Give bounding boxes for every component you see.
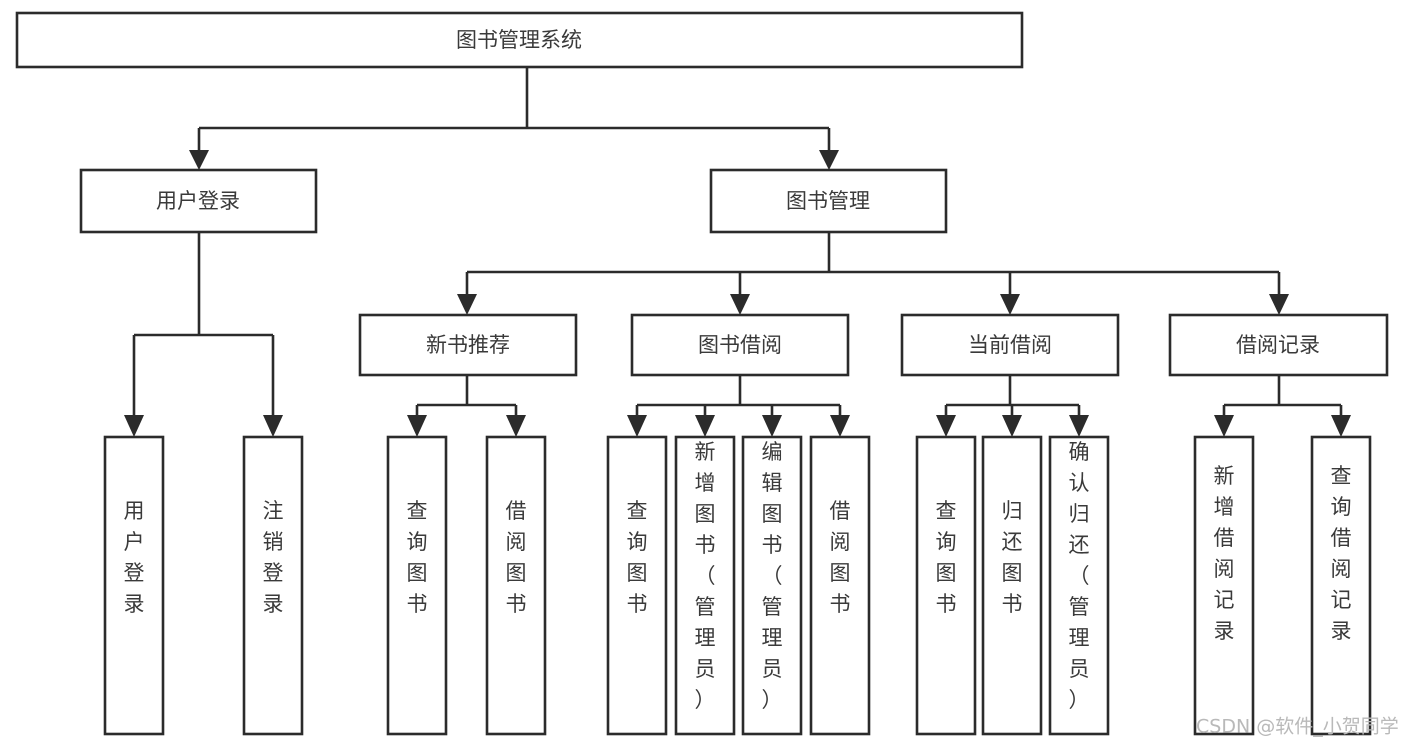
leaf-borrow-1-label: 查询图书 — [627, 499, 648, 616]
node-book-borrow-box[interactable] — [630, 313, 850, 377]
leaf-user-login-1-label: 用户登录 — [124, 499, 145, 616]
node-new-book-recommend-box[interactable] — [358, 313, 578, 377]
node-borrow-record-box[interactable] — [1168, 313, 1389, 377]
connector-group-record — [1214, 375, 1351, 437]
leaf-current-2-label: 归还图书 — [1002, 499, 1023, 616]
leaf-new-book-2[interactable]: 借阅图书 — [485, 435, 547, 736]
node-new-book-recommend[interactable]: 新书推荐 — [358, 313, 578, 377]
leaf-user-login-2-box[interactable] — [242, 435, 304, 736]
node-new-book-recommend-label: 新书推荐 — [426, 333, 510, 357]
node-book-management-box[interactable] — [709, 168, 948, 234]
arrowhead-leaf-borrow-2 — [695, 415, 715, 437]
leaf-user-login-1-box[interactable] — [103, 435, 165, 736]
leaf-current-2[interactable]: 归还图书 — [981, 435, 1043, 736]
leaf-borrow-1-box[interactable] — [606, 435, 668, 736]
node-current-borrow-box[interactable] — [900, 313, 1120, 377]
connector-group-root — [189, 67, 839, 170]
arrowhead-new-book — [457, 294, 477, 315]
leaf-borrow-1[interactable]: 查询图书 — [606, 435, 668, 736]
node-current-borrow-label: 当前借阅 — [968, 333, 1052, 357]
leaf-borrow-2[interactable]: 新增图书（管理员） — [674, 435, 736, 736]
node-borrow-record-label: 借阅记录 — [1236, 333, 1320, 357]
leaf-current-1-label: 查询图书 — [936, 499, 957, 616]
node-book-borrow-label: 图书借阅 — [698, 333, 782, 357]
leaf-borrow-2-box[interactable] — [674, 435, 736, 736]
arrowhead-book-mgmt — [819, 150, 839, 170]
arrowhead-user-login — [189, 150, 209, 170]
arrowhead-leaf-borrow-1 — [627, 415, 647, 437]
node-user-login-label: 用户登录 — [156, 189, 240, 213]
leaf-current-1-box[interactable] — [915, 435, 977, 736]
connector-group-new-book — [407, 375, 526, 437]
node-root-box[interactable] — [15, 11, 1024, 69]
leaf-record-1-box[interactable] — [1193, 435, 1255, 736]
leaf-record-2-label: 查询借阅记录 — [1331, 464, 1352, 643]
node-borrow-record[interactable]: 借阅记录 — [1168, 313, 1389, 377]
arrowhead-leaf-user-login-2 — [263, 415, 283, 437]
leaf-new-book-2-box[interactable] — [485, 435, 547, 736]
leaf-new-book-1-box[interactable] — [386, 435, 448, 736]
leaf-record-2[interactable]: 查询借阅记录 — [1310, 435, 1372, 736]
node-root[interactable]: 图书管理系统 — [15, 11, 1024, 69]
arrowhead-leaf-current-2 — [1002, 415, 1022, 437]
leaf-user-login-2-label: 注销登录 — [263, 499, 284, 616]
arrowhead-leaf-record-1 — [1214, 415, 1234, 437]
arrowhead-leaf-borrow-3 — [762, 415, 782, 437]
leaf-current-3-label: 确认归还（管理员） — [1069, 440, 1090, 712]
leaf-record-1[interactable]: 新增借阅记录 — [1193, 435, 1255, 736]
node-book-borrow[interactable]: 图书借阅 — [630, 313, 850, 377]
arrowhead-leaf-current-3 — [1069, 415, 1089, 437]
leaf-user-login-1[interactable]: 用户登录 — [103, 435, 165, 736]
leaf-borrow-3-label: 编辑图书（管理员） — [762, 440, 783, 712]
node-user-login-box[interactable] — [79, 168, 318, 234]
connector-group-current — [936, 375, 1089, 437]
node-book-management[interactable]: 图书管理 — [709, 168, 948, 234]
arrowhead-leaf-borrow-4 — [830, 415, 850, 437]
arrowhead-leaf-new-book-2 — [506, 415, 526, 437]
arrowhead-borrow — [730, 294, 750, 315]
arrowhead-current — [1000, 294, 1020, 315]
leaf-borrow-4-label: 借阅图书 — [830, 499, 851, 616]
connector-group-book-mgmt — [457, 232, 1289, 315]
node-root-label: 图书管理系统 — [456, 28, 582, 52]
arrowhead-leaf-current-1 — [936, 415, 956, 437]
leaf-borrow-3[interactable]: 编辑图书（管理员） — [741, 435, 803, 736]
connector-group-user-login — [124, 232, 283, 437]
arrowhead-record — [1269, 294, 1289, 315]
node-user-login[interactable]: 用户登录 — [79, 168, 318, 234]
leaf-borrow-3-box[interactable] — [741, 435, 803, 736]
node-book-management-label: 图书管理 — [786, 189, 870, 213]
leaf-current-1[interactable]: 查询图书 — [915, 435, 977, 736]
leaf-new-book-1[interactable]: 查询图书 — [386, 435, 448, 736]
leaf-record-1-label: 新增借阅记录 — [1214, 464, 1235, 643]
watermark-label: CSDN @软件_小贺同学 — [1196, 716, 1399, 738]
leaf-current-3[interactable]: 确认归还（管理员） — [1048, 435, 1110, 736]
leaf-record-2-box[interactable] — [1310, 435, 1372, 736]
arrowhead-leaf-user-login-1 — [124, 415, 144, 437]
leaf-current-2-box[interactable] — [981, 435, 1043, 736]
connector-group-borrow — [627, 375, 850, 437]
leaf-new-book-1-label: 查询图书 — [407, 499, 428, 616]
leaf-user-login-2[interactable]: 注销登录 — [242, 435, 304, 736]
arrowhead-leaf-record-2 — [1331, 415, 1351, 437]
leaf-new-book-2-label: 借阅图书 — [506, 499, 527, 616]
leaf-borrow-4[interactable]: 借阅图书 — [809, 435, 871, 736]
leaf-borrow-2-label: 新增图书（管理员） — [695, 440, 716, 712]
leaf-borrow-4-box[interactable] — [809, 435, 871, 736]
leaf-current-3-box[interactable] — [1048, 435, 1110, 736]
node-current-borrow[interactable]: 当前借阅 — [900, 313, 1120, 377]
arrowhead-leaf-new-book-1 — [407, 415, 427, 437]
